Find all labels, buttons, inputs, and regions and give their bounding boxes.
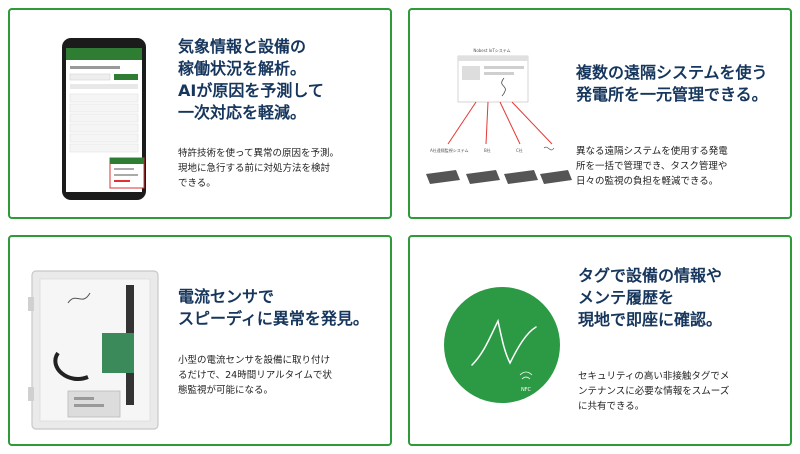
- logo-stroke-icon: [471, 318, 537, 366]
- source-label-c: C社: [516, 147, 523, 153]
- feature-card-current-sensor: 電流センサで スピーディに異常を発見。 小型の電流センサを設備に取り付け るだけ…: [8, 235, 392, 446]
- nfc-label: NFC: [521, 387, 532, 393]
- card-title: 気象情報と設備の 稼働状況を解析。 AIが原因を予測して 一次対応を軽減。: [178, 37, 324, 122]
- source-label-b: B社: [484, 147, 491, 153]
- card-title: タグで設備の情報や メンテ履歴を 現地で即座に確認。: [578, 266, 723, 329]
- feature-card-nfc-tag: NFC タグで設備の情報や メンテ履歴を 現地で即座に確認。 セキュリティの高い…: [408, 235, 792, 446]
- feature-card-ai-prediction: 気象情報と設備の 稼働状況を解析。 AIが原因を予測して 一次対応を軽減。 特許…: [8, 8, 392, 219]
- card-description: 特許技術を使って異常の原因を予測。 現地に急行する前に対処方法を検討 できる。: [178, 148, 340, 189]
- card-description: セキュリティの高い非接触タグでメ ンテナンスに必要な情報をスムーズ に共有できる…: [578, 371, 730, 412]
- smartphone-illustration: [62, 38, 146, 200]
- card-description: 異なる遠隔システムを使用する発電 所を一括で管理でき、タスク管理や 日々の監視の…: [576, 146, 728, 187]
- nfc-tag-illustration: NFC: [444, 287, 560, 403]
- source-label-a: A社遠隔監視システム: [430, 147, 469, 153]
- feature-card-centralized-management: Nobest IoTシステム A社遠隔監視システム B社 C社 複数の遠隔システ…: [408, 8, 792, 219]
- sensor-box-illustration: [28, 270, 159, 430]
- card-title: 複数の遠隔システムを使う 発電所を一元管理できる。: [576, 63, 768, 104]
- system-label: Nobest IoTシステム: [473, 47, 510, 53]
- nfc-waves-icon: [519, 371, 533, 380]
- network-diagram-illustration: Nobest IoTシステム A社遠隔監視システム B社 C社: [426, 47, 572, 184]
- card-description: 小型の電流センサを設備に取り付け るだけで、24時間リアルタイムで状 態監視が可…: [178, 355, 332, 396]
- card-title: 電流センサで スピーディに異常を発見。: [178, 287, 369, 328]
